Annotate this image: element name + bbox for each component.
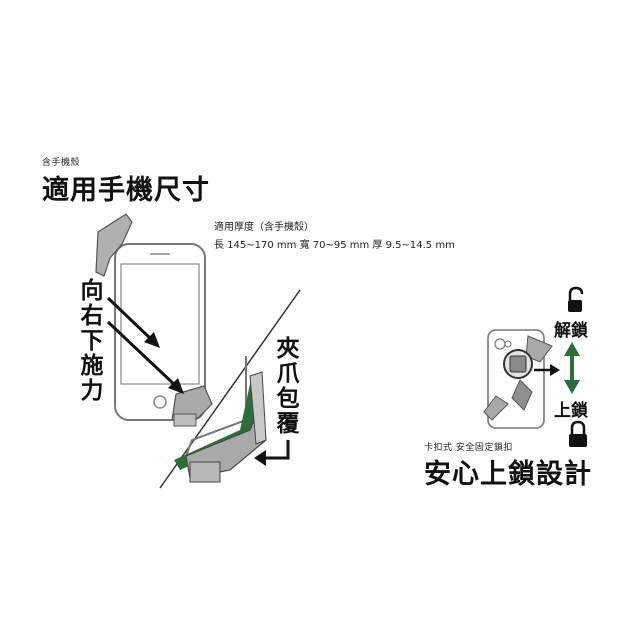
lock-caption: 卡扣式 安全固定鎖扣 (424, 443, 513, 453)
wrap-arrow (254, 440, 290, 466)
phone-illustration-right (483, 329, 553, 429)
lock-label: 上鎖 (554, 401, 588, 421)
push-arrows (106, 296, 184, 394)
zoom-inset (159, 289, 301, 489)
clamp-top-left (95, 213, 133, 277)
dial-pointer-arrow (534, 364, 560, 376)
clamp-bottom-right (171, 385, 213, 427)
thickness-heading: 適用厚度（含手機殼） (214, 222, 314, 233)
size-spec-values: 長 145~170 mm 寬 70~95 mm 厚 9.5~14.5 mm (214, 240, 455, 251)
phone-illustration-left (114, 243, 206, 421)
lock-design-title: 安心上鎖設計 (424, 459, 592, 490)
push-direction-label: 向右下施力 (76, 278, 102, 403)
phone-size-title: 適用手機尺寸 (42, 175, 210, 206)
unlock-label: 解鎖 (554, 321, 588, 341)
clamp-wrap-label: 夾爪包覆 (272, 336, 298, 436)
lock-icon (569, 420, 587, 447)
phone-size-caption: 含手機殼 (42, 158, 81, 168)
lock-direction-arrow (564, 342, 580, 394)
unlock-icon (568, 286, 584, 312)
